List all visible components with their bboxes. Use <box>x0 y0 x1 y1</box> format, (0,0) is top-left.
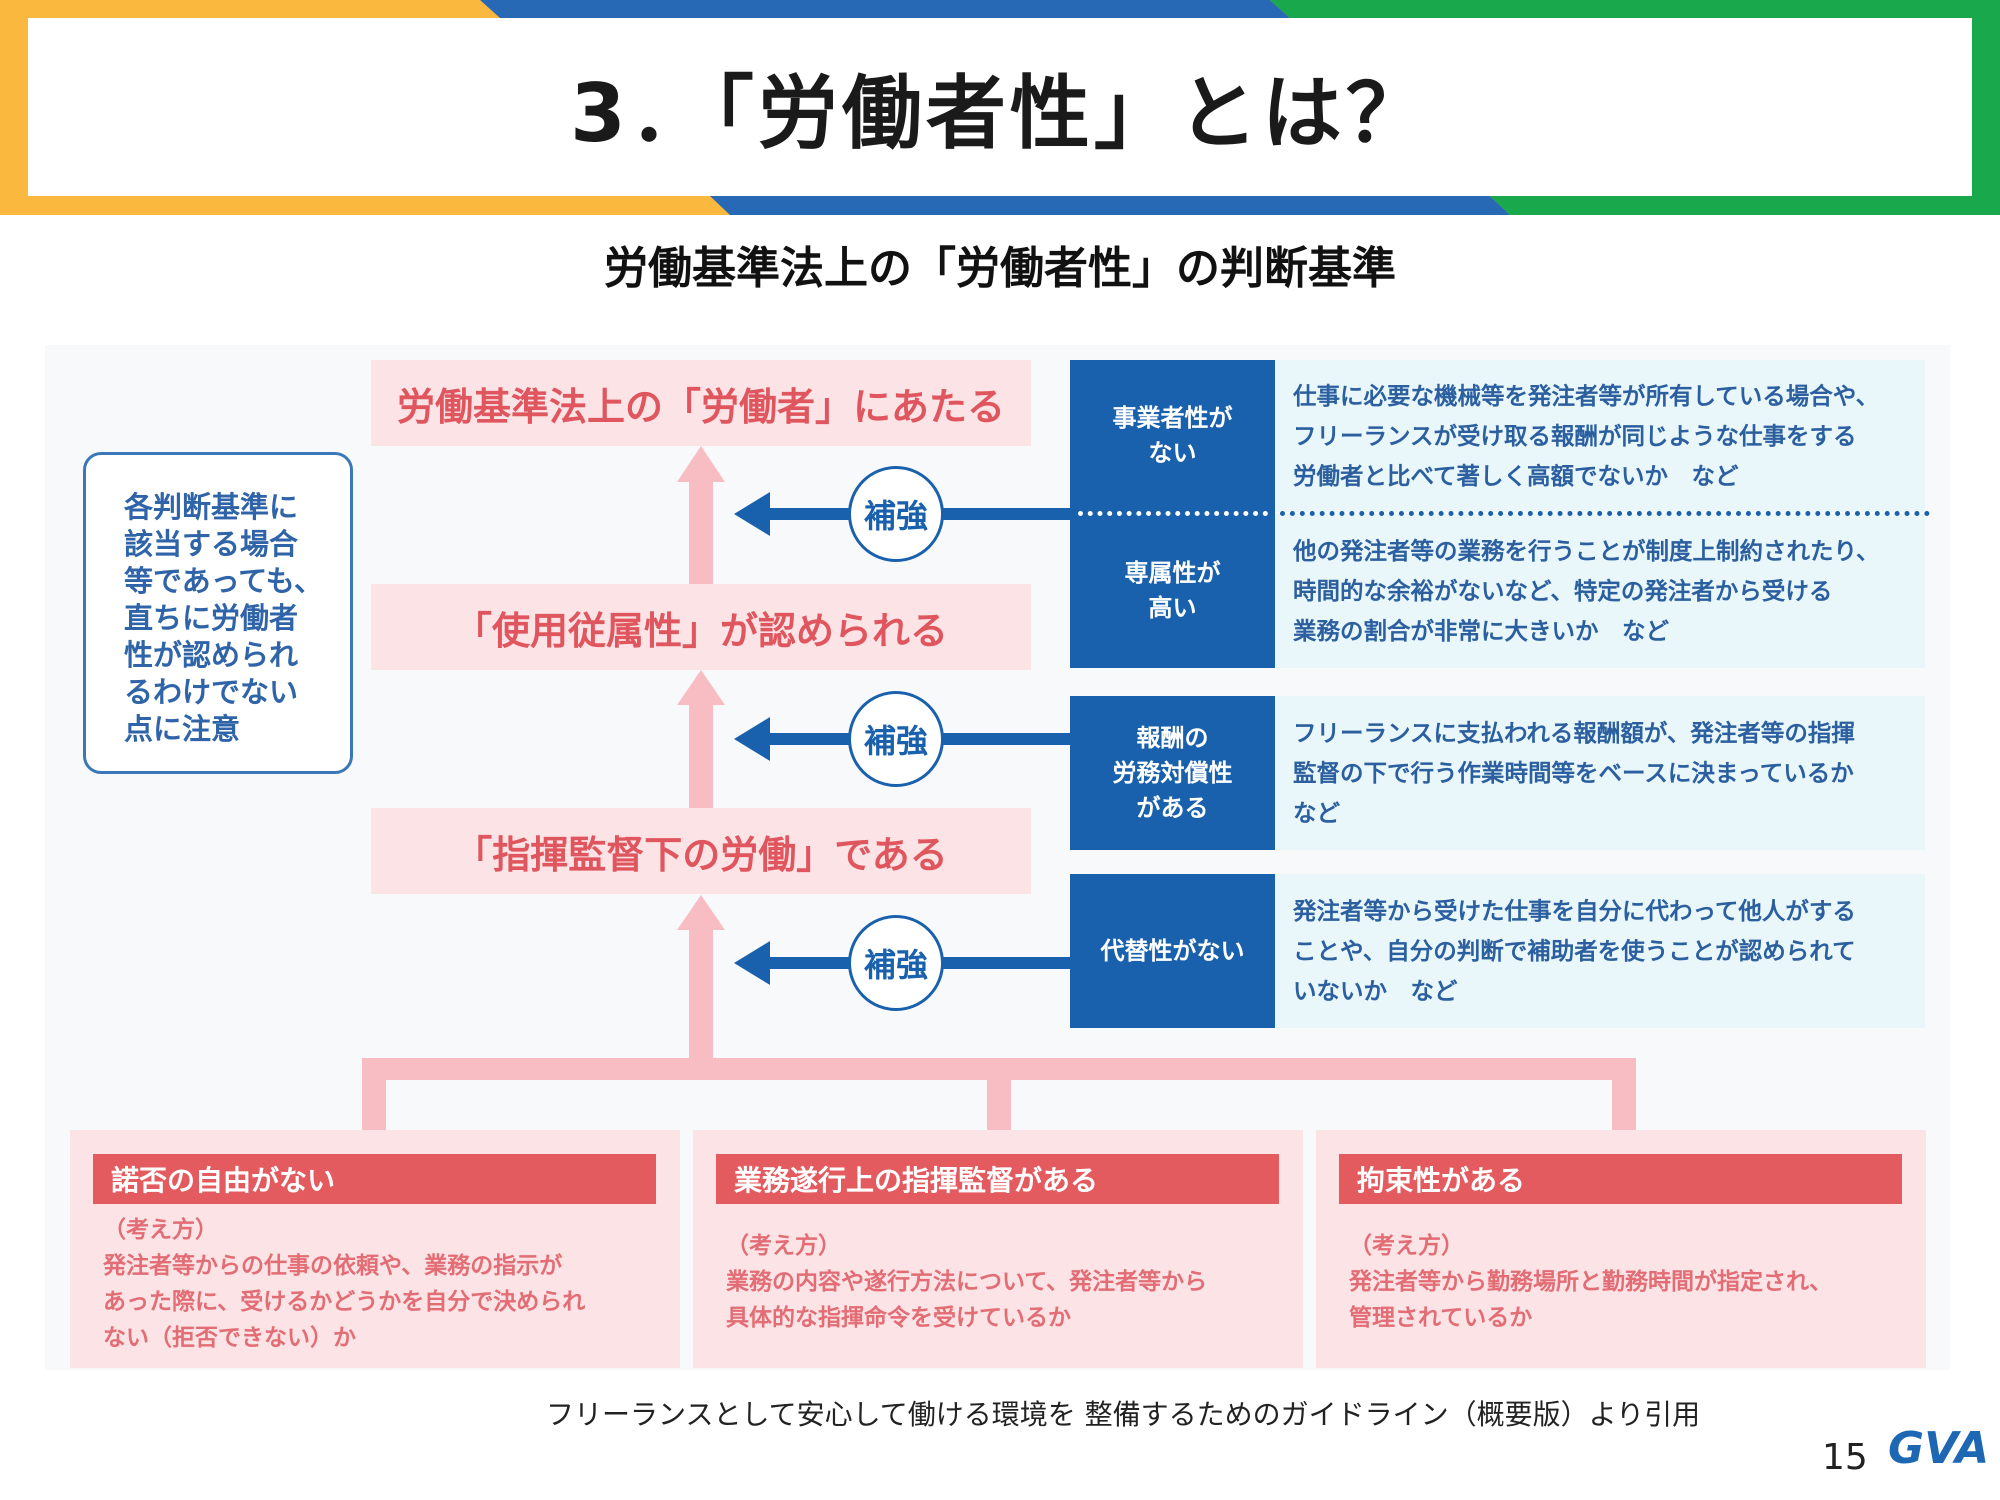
tree-left-drop <box>362 1058 386 1130</box>
title-frame-stripes <box>480 0 2000 215</box>
factor-housyu-title: 報酬の 労務対償性 がある <box>1070 696 1275 850</box>
arrow-shaft-2 <box>689 705 713 808</box>
factor-divider-dark <box>1078 511 1268 516</box>
hokyo-circle-1: 補強 <box>848 466 944 562</box>
hokyo-circle-3: 補強 <box>848 915 944 1011</box>
arrow-head-1 <box>677 895 725 930</box>
criterion-title-1: 諾否の自由がない <box>93 1154 656 1204</box>
criterion-title-3: 拘束性がある <box>1339 1154 1902 1204</box>
factor-jigyosha-title: 事業者性が ない <box>1112 404 1233 467</box>
blue-arrow-head-1 <box>734 492 770 536</box>
criterion-body-1: （考え方） 発注者等からの仕事の依頼や、業務の指示が あった際に、受けるかどうか… <box>103 1217 586 1351</box>
factor-divider-light <box>1280 511 1930 516</box>
hokyo-circle-2: 補強 <box>848 691 944 787</box>
note-line: 各判断基準に <box>124 490 299 524</box>
chain-middle-box: 「使用従属性」が認められる <box>371 584 1031 670</box>
chain-bottom-box: 「指揮監督下の労働」である <box>371 808 1031 894</box>
arrow-shaft-3 <box>689 482 713 584</box>
source-citation: フリーランスとして安心して働ける環境を 整備するためのガイドライン（概要版）より… <box>546 1398 1701 1431</box>
title-frame-inner <box>28 18 1972 196</box>
arrow-shaft-1 <box>689 930 713 1058</box>
note-line: 点に注意 <box>124 712 241 746</box>
factor-jigyosha-desc: 仕事に必要な機械等を発注者等が所有している場合や、 フリーランスが受け取る報酬が… <box>1275 360 1925 512</box>
note-line: 該当する場合 <box>124 527 299 561</box>
arrow-head-3 <box>677 446 725 482</box>
criterion-body-3: （考え方） 発注者等から勤務場所と勤務時間が指定され、 管理されているか <box>1349 1233 1833 1331</box>
chain-top-box: 労働基準法上の「労働者」にあたる <box>371 360 1031 446</box>
factor-daitai-desc: 発注者等から受けた仕事を自分に代わって他人がする ことや、自分の判断で補助者を使… <box>1275 874 1925 1028</box>
blue-arrow-head-2 <box>734 717 770 761</box>
note-line: 直ちに労働者 <box>124 601 299 635</box>
criterion-body-2: （考え方） 業務の内容や遂行方法について、発注者等から 具体的な指揮命令を受けて… <box>726 1233 1208 1331</box>
factor-daitai-title: 代替性がない <box>1070 874 1275 1028</box>
criterion-title-2: 業務遂行上の指揮監督がある <box>716 1154 1279 1204</box>
caution-note: 各判断基準に 該当する場合 等であっても、 直ちに労働者 性が認められ るわけで… <box>83 452 353 774</box>
diagram-subtitle: 労働基準法上の「労働者性」の判断基準 <box>604 243 1396 294</box>
page-number: 15 <box>1822 1437 1868 1478</box>
blue-arrow-head-3 <box>734 941 770 985</box>
page-title: 3．「労働者性」とは？ <box>570 67 1430 160</box>
factor-housyu-desc: フリーランスに支払われる報酬額が、発注者等の指揮 監督の下で行う作業時間等をベー… <box>1275 696 1925 850</box>
arrow-head-2 <box>677 670 725 705</box>
factor-senzoku-desc: 他の発注者等の業務を行うことが制度上制約されたり、 時間的な余裕がないなど、特定… <box>1275 514 1925 668</box>
note-line: 等であっても、 <box>124 564 323 598</box>
company-logo: GVA <box>1888 1423 1990 1474</box>
tree-mid-drop <box>987 1058 1011 1130</box>
note-line: 性が認められ <box>124 638 299 672</box>
factor-senzoku-title: 専属性が 高い <box>1124 559 1221 622</box>
note-line: るわけでない <box>124 675 299 709</box>
tree-right-drop <box>1612 1058 1636 1130</box>
